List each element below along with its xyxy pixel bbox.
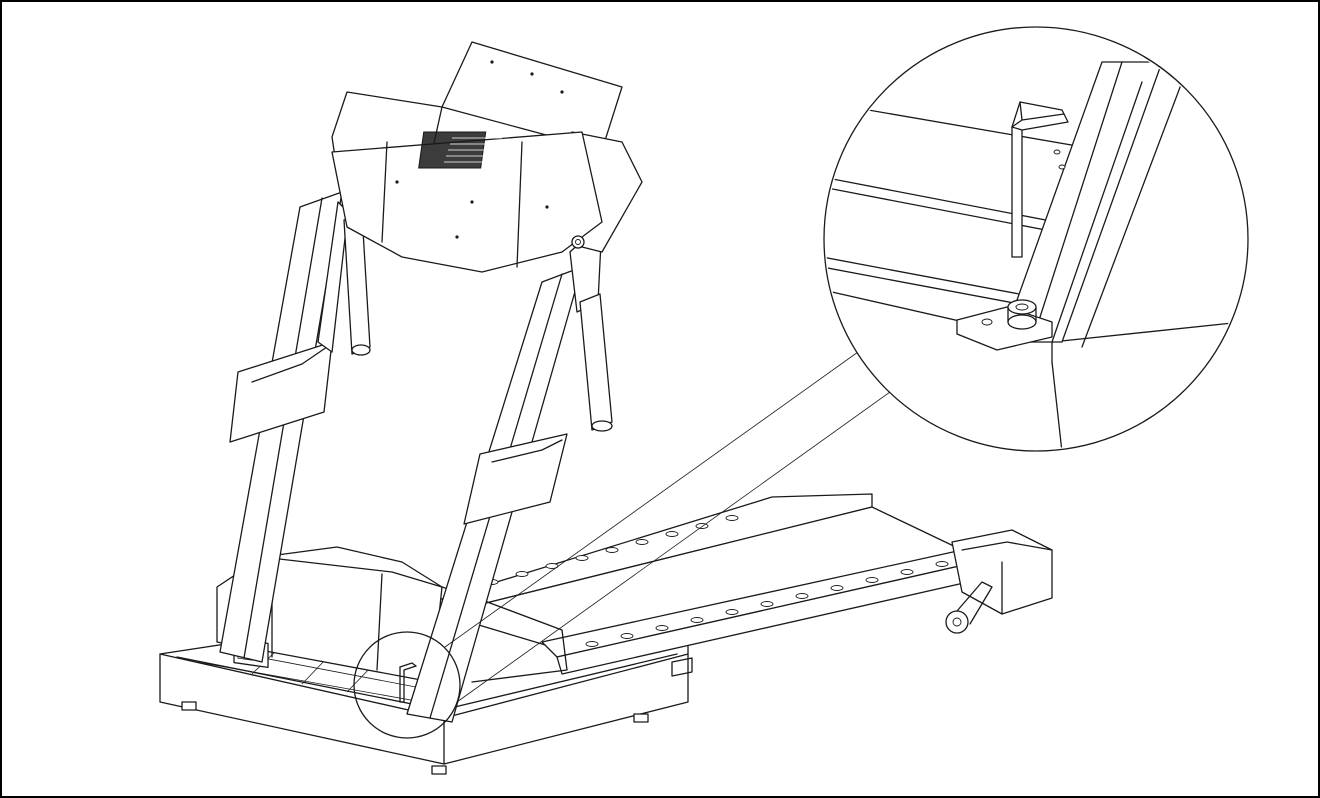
detail-callout <box>353 26 1249 739</box>
detail-view <box>826 61 1243 449</box>
running-deck <box>431 493 1053 677</box>
console <box>331 41 643 273</box>
vent-grille <box>418 131 502 169</box>
hex-key-detail <box>1011 101 1069 258</box>
rail-holes-near <box>585 561 949 647</box>
handle-grips <box>343 213 613 432</box>
hex-key-main <box>399 662 417 703</box>
left-upright <box>219 191 349 663</box>
